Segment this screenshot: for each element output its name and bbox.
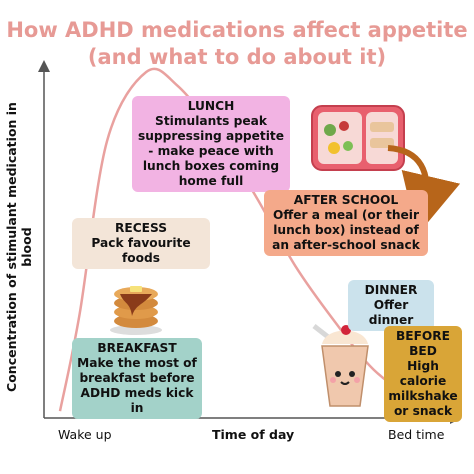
annotation-after-school: AFTER SCHOOL Offer a meal (or their lunc… — [264, 190, 428, 256]
milkshake-icon — [312, 324, 369, 407]
x-tick-wake-up: Wake up — [58, 427, 112, 442]
annotation-heading: BREAKFAST — [97, 341, 177, 355]
lunch-box-icon — [311, 105, 405, 171]
annotation-breakfast: BREAKFAST Make the most of breakfast bef… — [72, 338, 202, 419]
annotation-heading: DINNER — [364, 283, 418, 297]
x-tick-bed-time: Bed time — [388, 427, 445, 442]
annotation-heading: BEFORE BED — [395, 329, 450, 358]
annotation-text: High calorie milkshake or snack — [388, 359, 458, 418]
y-axis-label: Concentration of stimulant medication in… — [4, 102, 34, 392]
x-axis-label: Time of day — [212, 427, 295, 442]
title-line-2: (and what to do about it) — [87, 45, 387, 69]
title-line-1: How ADHD medications affect appetite — [6, 18, 468, 42]
annotation-heading: AFTER SCHOOL — [293, 193, 399, 207]
annotation-text: Offer dinner — [368, 298, 414, 327]
annotation-text: Stimulants peak suppressing appetite - m… — [137, 114, 285, 188]
annotation-text: Make the most of breakfast before ADHD m… — [77, 356, 197, 415]
annotation-lunch: LUNCH Stimulants peak suppressing appeti… — [132, 96, 290, 192]
annotation-dinner: DINNER Offer dinner — [348, 280, 434, 331]
annotation-text: Offer a meal (or their lunch box) instea… — [272, 208, 420, 252]
annotation-before-bed: BEFORE BED High calorie milkshake or sna… — [384, 326, 462, 422]
annotation-heading: RECESS — [115, 221, 167, 235]
pancakes-icon — [110, 286, 162, 335]
annotation-heading: LUNCH — [187, 99, 235, 113]
annotation-recess: RECESS Pack favourite foods — [72, 218, 210, 269]
annotation-text: Pack favourite foods — [91, 236, 191, 265]
